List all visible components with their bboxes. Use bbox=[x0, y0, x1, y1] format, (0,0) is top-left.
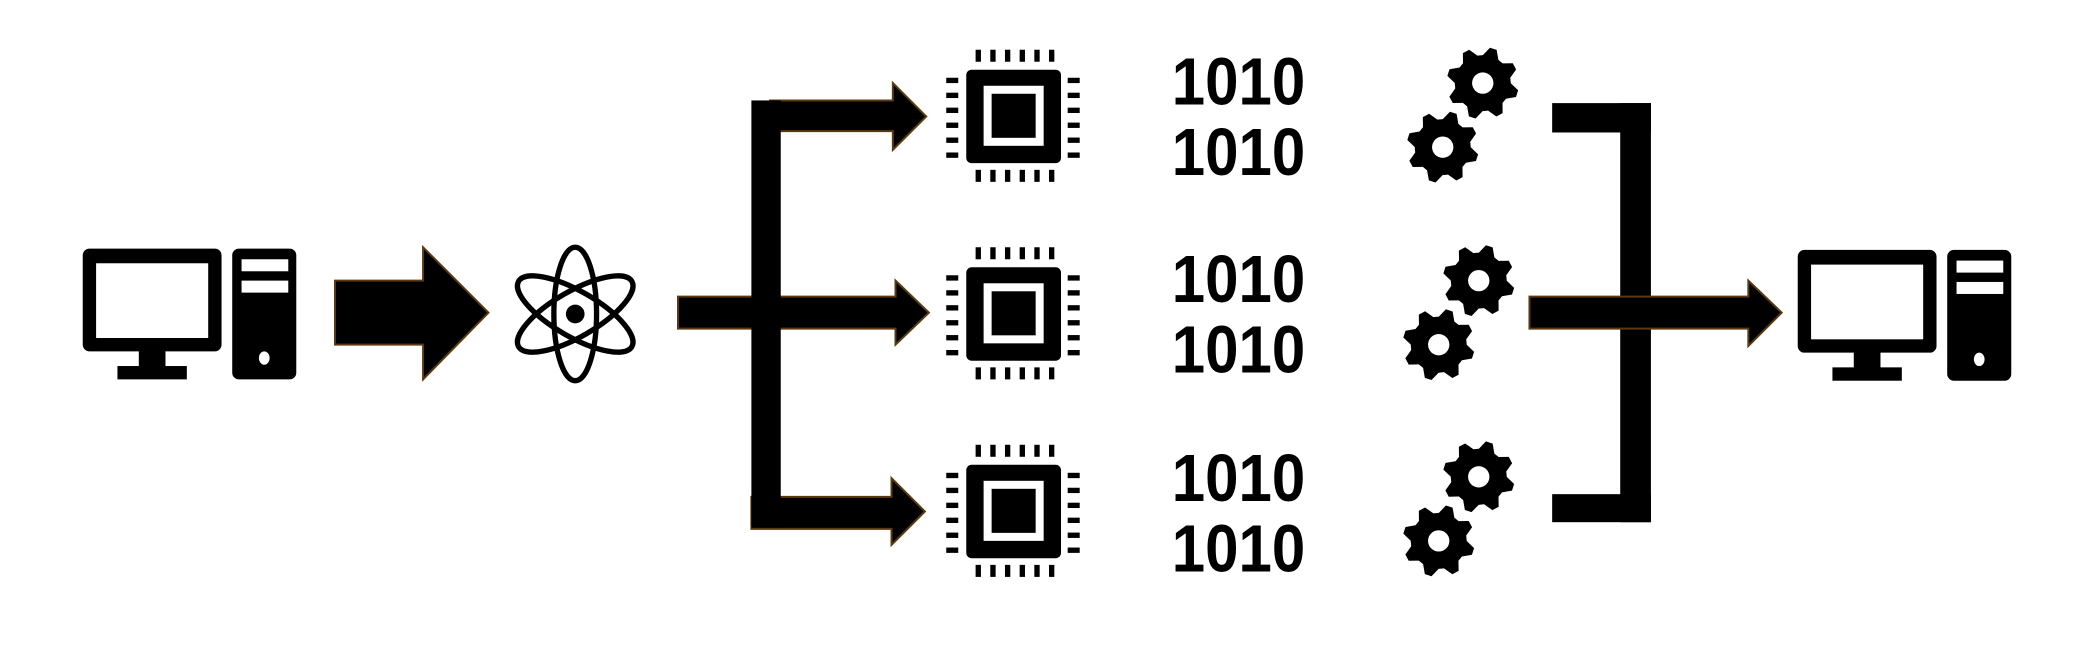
gear-icon bbox=[1403, 505, 1475, 577]
arrow-to-atom bbox=[333, 244, 490, 382]
gears-icon bbox=[1403, 245, 1515, 381]
atom-icon bbox=[514, 244, 636, 384]
binary-text: 1010 bbox=[1172, 513, 1305, 587]
binary-text: 1010 bbox=[1172, 116, 1305, 190]
arrow-to-destination bbox=[1528, 278, 1784, 349]
cpu-chip-icon bbox=[946, 247, 1080, 380]
binary-text: 1010 bbox=[1172, 243, 1305, 317]
cpu-chip-icon bbox=[946, 49, 1080, 182]
gear-icon bbox=[1447, 47, 1519, 119]
gear-icon bbox=[1407, 111, 1479, 183]
gear-icon bbox=[1443, 441, 1515, 513]
arrow-to-chip-3 bbox=[750, 475, 927, 548]
gear-icon bbox=[1443, 245, 1515, 316]
source-computer-icon bbox=[82, 248, 297, 380]
arrow-to-chip-1 bbox=[769, 80, 928, 153]
destination-computer-icon bbox=[1797, 249, 2012, 381]
binary-text: 1010 bbox=[1172, 442, 1305, 516]
gears-icon bbox=[1407, 47, 1519, 183]
gears-icon bbox=[1403, 441, 1515, 577]
fan-in-bracket bbox=[1528, 103, 1784, 523]
binary-text: 1010 bbox=[1172, 314, 1305, 388]
arrow-to-chip-2 bbox=[676, 278, 931, 348]
gear-icon bbox=[1403, 309, 1475, 381]
cpu-chip-icon bbox=[946, 444, 1080, 577]
fan-out-bracket bbox=[676, 80, 931, 548]
binary-text: 1010 bbox=[1172, 45, 1305, 119]
